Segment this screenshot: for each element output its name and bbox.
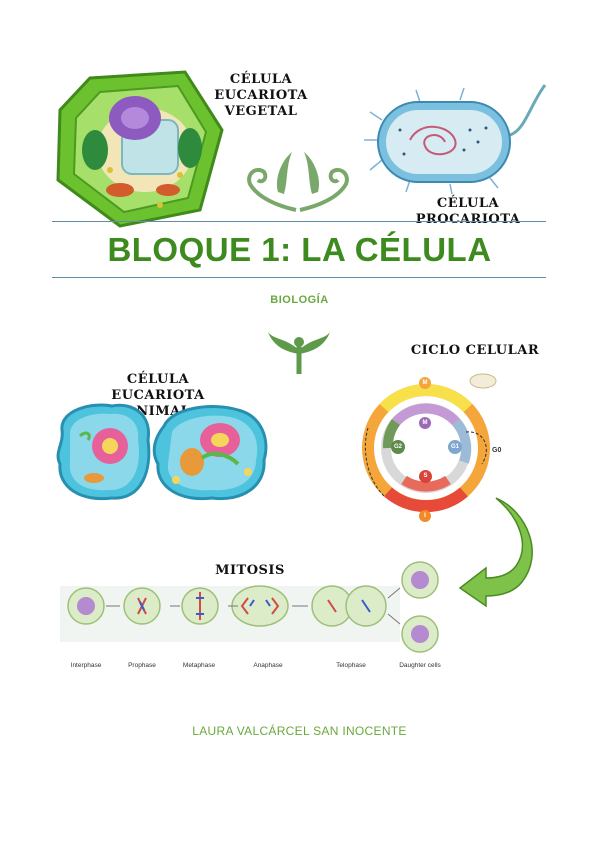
cycle-label-g0: G0: [492, 447, 502, 454]
phase-interphase: Interphase: [70, 662, 102, 669]
animal-cell-illustration: [52, 400, 272, 504]
plant-cell-label: CÉLULA EUCARIOTA VEGETAL: [214, 72, 308, 119]
cycle-badge-s: S: [419, 470, 432, 483]
author-name: LAURA VALCÁRCEL SAN INOCENTE: [192, 724, 407, 738]
mitosis-strip: [60, 558, 460, 662]
page-title: BLOQUE 1: LA CÉLULA: [107, 231, 492, 268]
green-arrow-icon: [456, 494, 548, 608]
cycle-badge-g1: G1: [448, 440, 462, 454]
top-rule: [52, 221, 546, 222]
cycle-badge-i: I: [419, 510, 431, 522]
prokaryote-illustration: [360, 80, 550, 195]
cell-cycle-diagram: [348, 368, 508, 528]
phase-metaphase: Metaphase: [182, 662, 216, 669]
phase-prophase: Prophase: [128, 662, 156, 669]
resting-cell-sketch: [468, 372, 498, 390]
cycle-badge-g2: G2: [391, 440, 405, 454]
subject-label: BIOLOGÍA: [270, 294, 329, 306]
cycle-badge-m-inner: M: [419, 417, 431, 429]
plant-cell-illustration: [50, 70, 230, 228]
leaf-ornament: [266, 328, 332, 374]
mitosis-label: MITOSIS: [215, 563, 285, 578]
cell-cycle-label: CICLO CELULAR: [410, 343, 540, 358]
phase-telophase: Telophase: [336, 662, 366, 669]
cycle-badge-m-outer: M: [419, 377, 431, 389]
phase-anaphase: Anaphase: [253, 662, 283, 669]
prokaryote-label: CÉLULA PROCARIOTA: [415, 196, 521, 227]
phase-daughter-cells: Daughter cells: [399, 662, 441, 669]
flourish-ornament: [238, 148, 358, 212]
bottom-rule: [52, 277, 546, 278]
